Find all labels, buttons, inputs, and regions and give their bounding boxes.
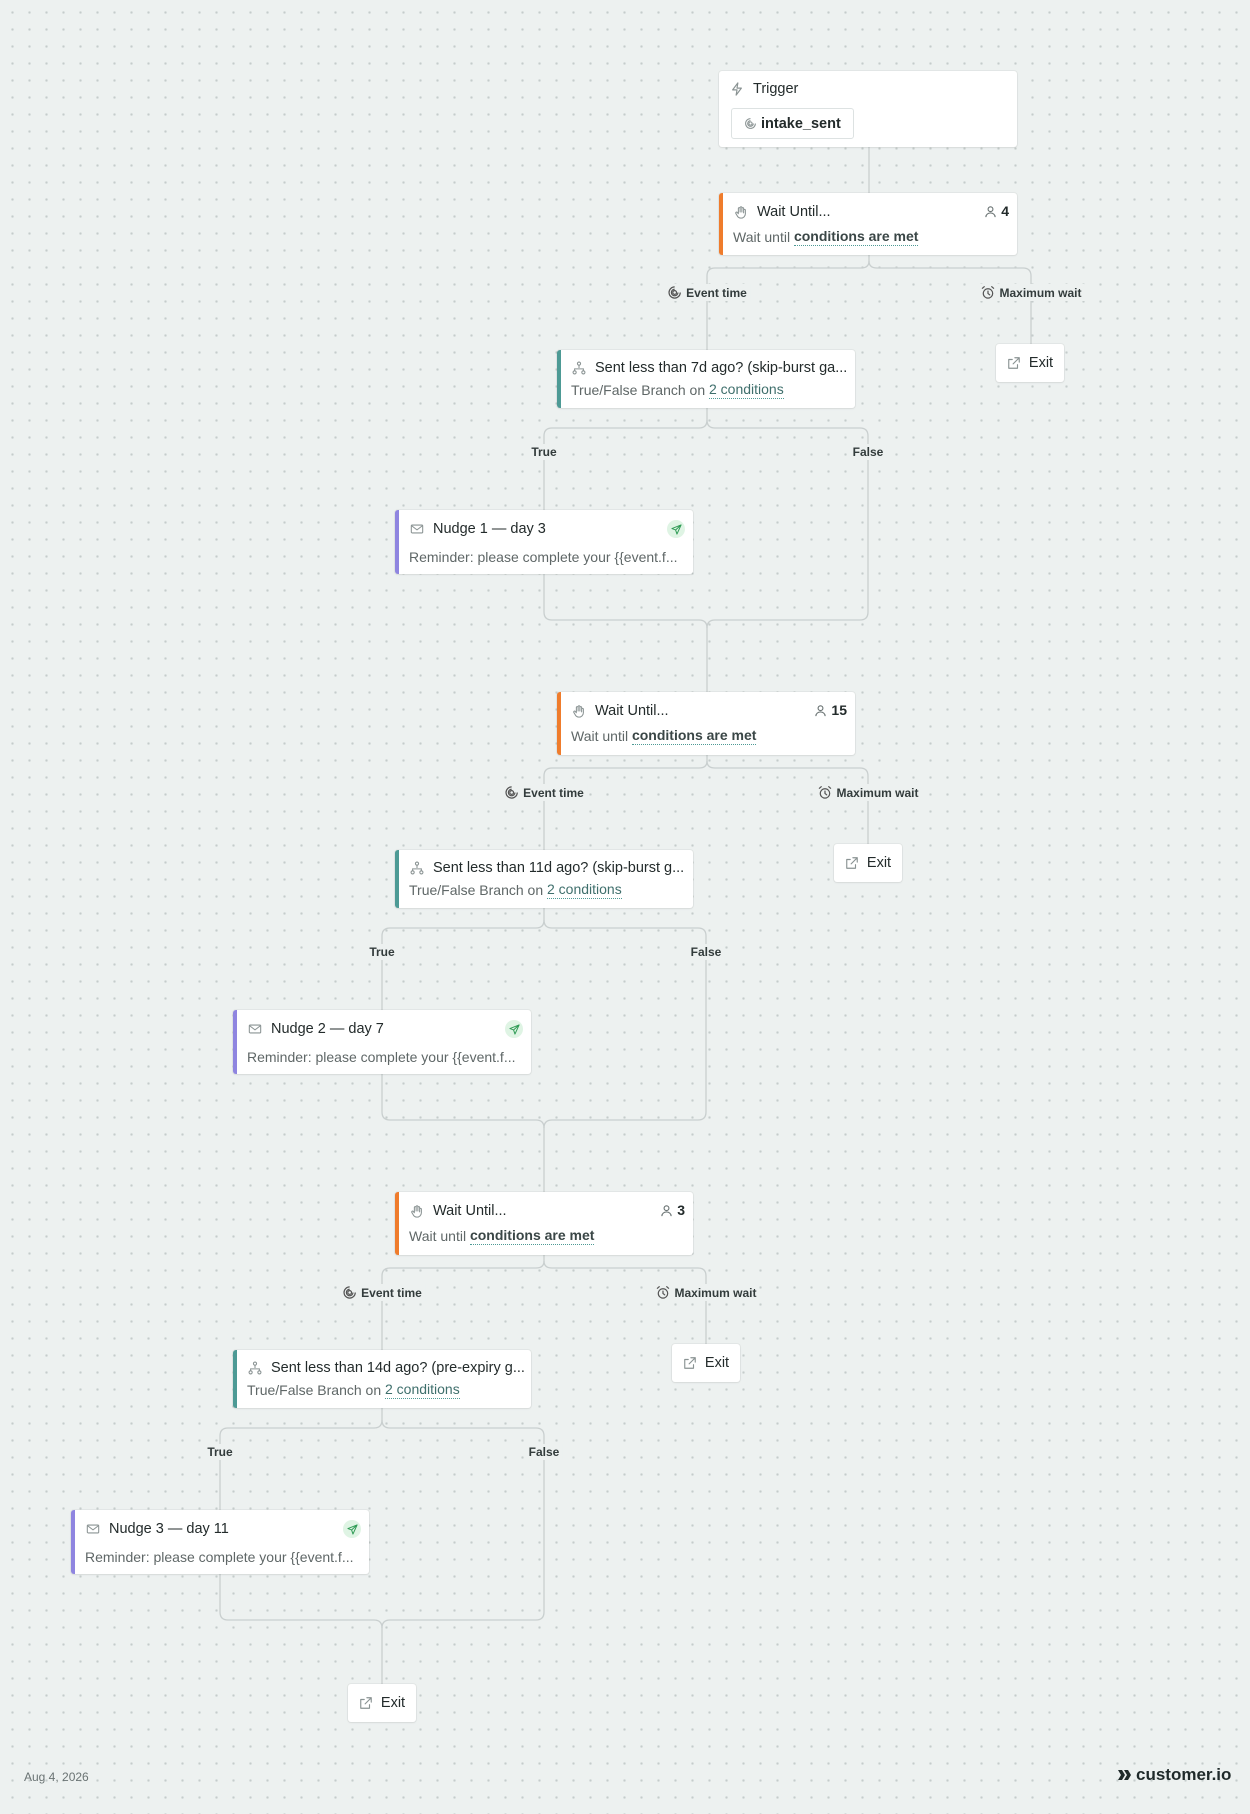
edge-label-event-time: Event time	[501, 784, 587, 801]
email-node-3[interactable]: Nudge 3 — day 11 Reminder: please comple…	[71, 1510, 369, 1574]
event-signal-icon	[745, 118, 756, 129]
email-preview: Reminder: please complete your {{event.f…	[85, 1549, 354, 1565]
trigger-label: Trigger	[753, 81, 799, 97]
envelope-icon	[85, 1521, 101, 1537]
wait-conditions-link[interactable]: conditions are met	[793, 228, 919, 246]
paper-plane-icon	[505, 1020, 523, 1038]
customerio-logo-icon	[1118, 1770, 1131, 1780]
exit-arrow-icon	[684, 1357, 696, 1369]
edge-label-event-time: Event time	[664, 284, 750, 301]
exit-node-3[interactable]: Exit	[672, 1344, 740, 1382]
edge-label-maximum-wait: Maximum wait	[814, 784, 922, 801]
edge-label-true: True	[528, 444, 560, 460]
email-node-1[interactable]: Nudge 1 — day 3 Reminder: please complet…	[395, 510, 693, 574]
envelope-icon	[247, 1021, 263, 1037]
wait-title: Wait Until...	[757, 204, 831, 220]
branch-title: Sent less than 7d ago? (skip-burst ga...	[595, 360, 848, 376]
wait-conditions-link[interactable]: conditions are met	[469, 1227, 595, 1245]
wait-people-count[interactable]: 4	[984, 203, 1009, 219]
trigger-node[interactable]: Trigger intake_sent	[719, 71, 1017, 147]
email-title: Nudge 3 — day 11	[109, 1521, 229, 1537]
wait-title: Wait Until...	[595, 703, 669, 719]
email-title: Nudge 1 — day 3	[433, 521, 546, 537]
edge-label-false: False	[849, 444, 887, 460]
branch-node-1[interactable]: Sent less than 7d ago? (skip-burst ga...…	[557, 350, 855, 408]
paper-plane-icon	[343, 1520, 361, 1538]
branch-icon	[247, 1360, 263, 1376]
branch-node-2[interactable]: Sent less than 11d ago? (skip-burst g...…	[395, 850, 693, 908]
branch-subtitle-prefix: True/False Branch on	[247, 1382, 382, 1398]
wait-node-1[interactable]: Wait Until... 4 Wait until conditions ar…	[719, 193, 1017, 255]
hand-stop-icon	[571, 703, 587, 719]
exit-arrow-icon	[360, 1697, 372, 1709]
wait-people-count[interactable]: 3	[660, 1202, 685, 1218]
edge-label-true: True	[204, 1444, 236, 1460]
exit-node-2[interactable]: Exit	[834, 844, 902, 882]
brand-logo: customer.io	[1116, 1765, 1231, 1785]
lightning-icon	[729, 81, 745, 97]
exit-arrow-icon	[1008, 357, 1020, 369]
trigger-event-name: intake_sent	[761, 115, 841, 132]
edge-label-false: False	[687, 944, 725, 960]
alarm-clock-icon	[818, 786, 832, 799]
edge-label-maximum-wait: Maximum wait	[652, 1284, 760, 1301]
branch-conditions-link[interactable]: 2 conditions	[547, 881, 622, 899]
wait-conditions-link[interactable]: conditions are met	[631, 727, 757, 745]
branch-title: Sent less than 14d ago? (pre-expiry g...	[271, 1360, 525, 1376]
person-icon	[985, 205, 996, 217]
email-preview: Reminder: please complete your {{event.f…	[247, 1049, 516, 1065]
exit-arrow-icon	[846, 857, 858, 869]
exit-node-final[interactable]: Exit	[348, 1684, 416, 1722]
wait-subtitle-prefix: Wait until	[571, 728, 629, 744]
event-signal-icon	[505, 786, 518, 799]
edge-label-true: True	[366, 944, 398, 960]
wait-subtitle-prefix: Wait until	[409, 1228, 467, 1244]
wait-node-3[interactable]: Wait Until... 3 Wait until conditions ar…	[395, 1192, 693, 1255]
alarm-clock-icon	[656, 1286, 670, 1299]
alarm-clock-icon	[981, 286, 995, 299]
hand-stop-icon	[409, 1203, 425, 1219]
branch-node-3[interactable]: Sent less than 14d ago? (pre-expiry g...…	[233, 1350, 531, 1408]
branch-conditions-link[interactable]: 2 conditions	[709, 381, 784, 399]
branch-icon	[571, 360, 587, 376]
edge-label-false: False	[525, 1444, 563, 1460]
wait-node-2[interactable]: Wait Until... 15 Wait until conditions a…	[557, 692, 855, 755]
wait-people-count[interactable]: 15	[814, 702, 847, 718]
branch-icon	[409, 860, 425, 876]
email-node-2[interactable]: Nudge 2 — day 7 Reminder: please complet…	[233, 1010, 531, 1074]
email-title: Nudge 2 — day 7	[271, 1021, 384, 1037]
envelope-icon	[409, 521, 425, 537]
hand-stop-icon	[733, 204, 749, 220]
branch-subtitle-prefix: True/False Branch on	[571, 382, 706, 398]
trigger-event-chip[interactable]: intake_sent	[731, 108, 854, 139]
wait-title: Wait Until...	[433, 1203, 507, 1219]
wait-subtitle-prefix: Wait until	[733, 229, 791, 245]
exit-node-1[interactable]: Exit	[996, 344, 1064, 382]
footer-date: Aug 4, 2026	[24, 1770, 89, 1784]
event-signal-icon	[343, 1286, 356, 1299]
edge-label-event-time: Event time	[339, 1284, 425, 1301]
email-preview: Reminder: please complete your {{event.f…	[409, 549, 678, 565]
paper-plane-icon	[667, 520, 685, 538]
branch-conditions-link[interactable]: 2 conditions	[385, 1381, 460, 1399]
event-signal-icon	[668, 286, 681, 299]
branch-subtitle-prefix: True/False Branch on	[409, 882, 544, 898]
branch-title: Sent less than 11d ago? (skip-burst g...	[433, 860, 685, 876]
edge-label-maximum-wait: Maximum wait	[977, 284, 1085, 301]
person-icon	[815, 704, 827, 716]
person-icon	[661, 1204, 672, 1216]
